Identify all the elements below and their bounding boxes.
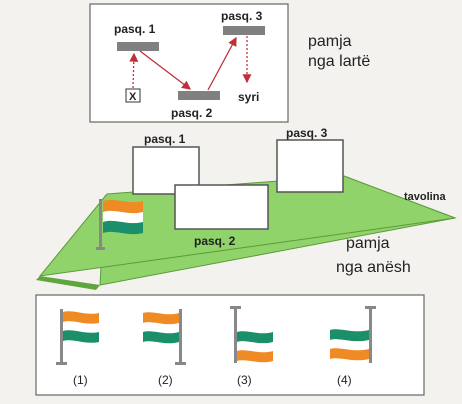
side-mirror-3-label: pasq. 3 <box>286 126 328 140</box>
object-x-box <box>125 88 141 103</box>
side-mirror-1-label: pasq. 1 <box>144 132 186 146</box>
table-label: tavolina <box>404 191 446 203</box>
top-mirror-3 <box>223 26 265 35</box>
option-1-flag[interactable] <box>56 309 99 365</box>
option-1-label: (1) <box>73 373 88 387</box>
option-2-flag[interactable] <box>143 309 186 365</box>
table-flag <box>96 199 143 250</box>
eye-label: syri <box>238 90 259 104</box>
option-4-label: (4) <box>337 373 352 387</box>
top-mirror-1-label: pasq. 1 <box>114 22 156 36</box>
top-view-title-line1: pamja <box>308 33 352 50</box>
option-2-label: (2) <box>158 373 173 387</box>
ray-x-to-mirror1 <box>129 52 139 89</box>
top-view-title-line2: nga lartë <box>308 53 370 70</box>
side-view-title-line1: pamja <box>346 235 390 252</box>
top-view-frame <box>89 3 289 123</box>
side-mirror-2-label: pasq. 2 <box>194 234 236 248</box>
side-mirror-2 <box>174 184 269 230</box>
table-front-edge <box>36 276 100 290</box>
ray-mirror1-to-mirror2 <box>139 50 192 90</box>
option-3-flag[interactable] <box>230 306 273 363</box>
object-x-label: X <box>129 91 137 103</box>
option-4-flag[interactable] <box>330 306 376 363</box>
top-mirror-2 <box>178 91 220 100</box>
top-mirror-3-label: pasq. 3 <box>221 9 263 23</box>
option-3-label: (3) <box>237 373 252 387</box>
side-mirror-3 <box>276 139 344 193</box>
side-view-title-line2: nga anësh <box>336 259 411 276</box>
ray-mirror2-to-mirror3 <box>207 36 237 91</box>
top-mirror-2-label: pasq. 2 <box>171 106 213 120</box>
top-mirror-1 <box>117 42 159 51</box>
